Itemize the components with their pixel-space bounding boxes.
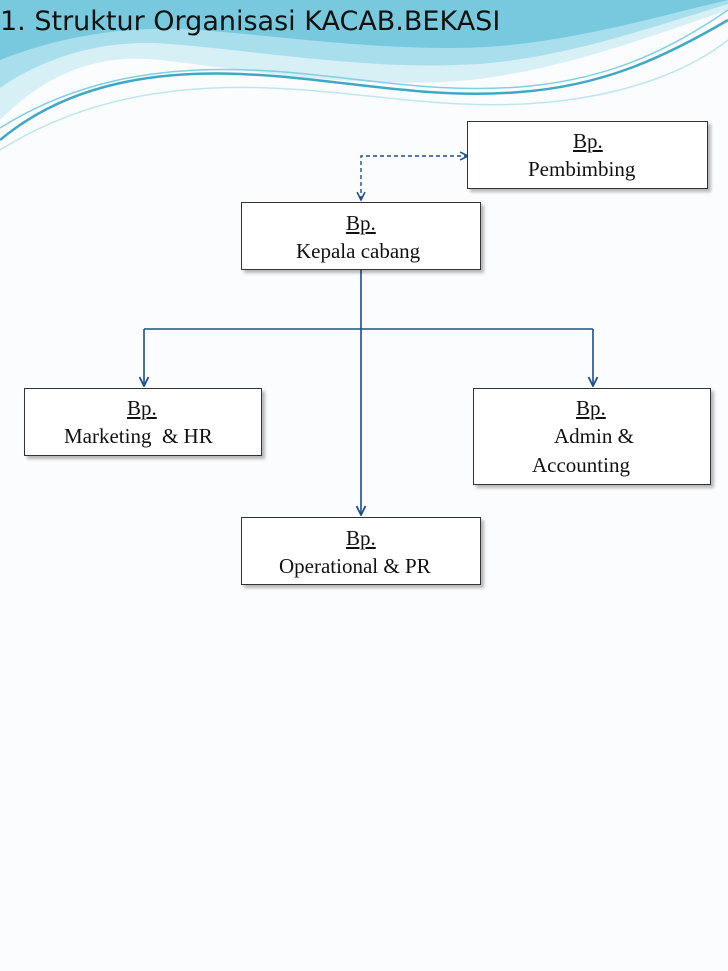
operational-pr-prefix: Bp. xyxy=(346,526,376,550)
admin-accounting-prefix: Bp. xyxy=(576,396,606,420)
pembimbing-role: Pembimbing xyxy=(528,157,636,181)
kepala-cabang-box: Bp. Kepala cabang xyxy=(241,202,481,270)
kepala-cabang-prefix: Bp. xyxy=(346,211,376,235)
marketing-hr-prefix: Bp. xyxy=(127,396,157,420)
admin-accounting-box: Bp. Admin & Accounting xyxy=(473,388,711,485)
admin-accounting-role-line2: Accounting xyxy=(532,453,630,477)
pembimbing-box: Bp. Pembimbing xyxy=(467,121,708,189)
dashed-connector xyxy=(361,156,468,200)
operational-pr-box: Bp. Operational & PR xyxy=(241,517,481,585)
marketing-hr-role: Marketing & HR xyxy=(64,424,213,448)
kepala-cabang-role: Kepala cabang xyxy=(296,239,421,263)
header-wave-decoration xyxy=(0,0,728,151)
operational-pr-role: Operational & PR xyxy=(279,554,431,578)
pembimbing-prefix: Bp. xyxy=(573,129,603,153)
marketing-hr-box: Bp. Marketing & HR xyxy=(24,388,262,456)
slide-title: 1. Struktur Organisasi KACAB.BEKASI xyxy=(0,6,501,37)
admin-accounting-role-line1: Admin & xyxy=(554,424,634,448)
